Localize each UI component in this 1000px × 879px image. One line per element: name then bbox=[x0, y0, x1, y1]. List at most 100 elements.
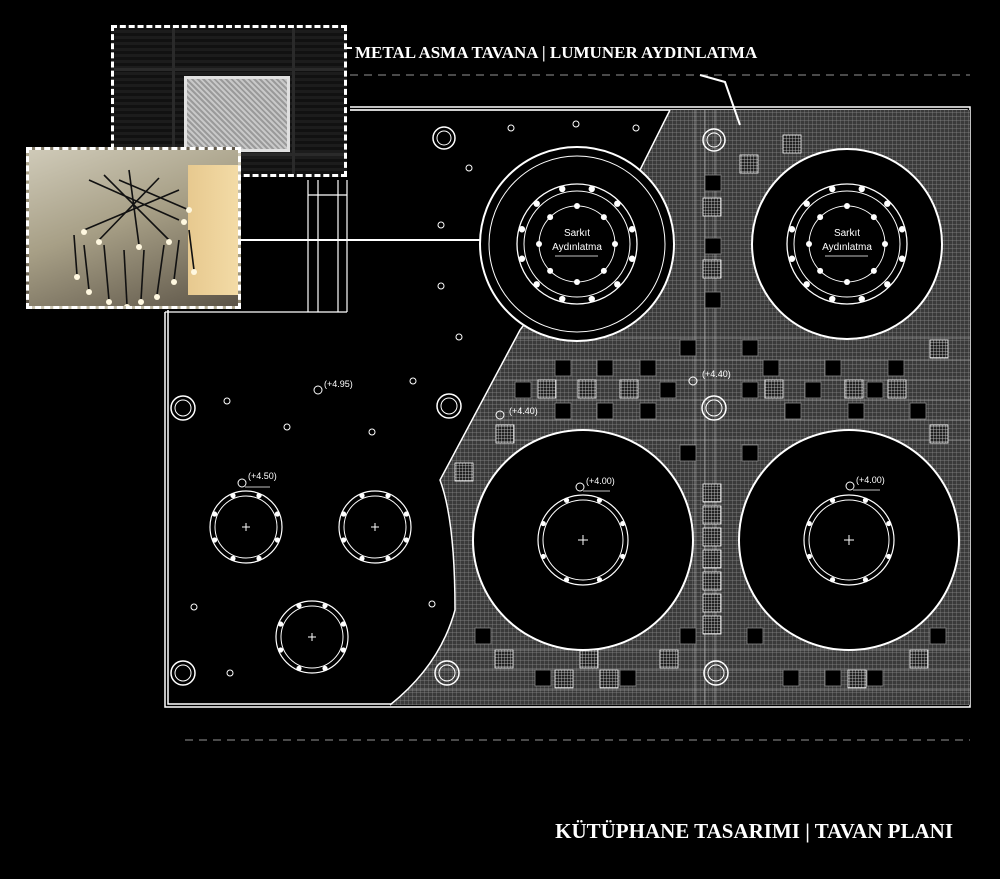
light-point bbox=[230, 492, 236, 499]
light-point bbox=[870, 214, 877, 221]
downlight-icon bbox=[428, 600, 436, 608]
pendant-light-points bbox=[211, 185, 906, 672]
ceiling-seam bbox=[172, 28, 175, 174]
light-point bbox=[547, 267, 554, 274]
light-point bbox=[620, 553, 626, 560]
light-point bbox=[817, 214, 824, 221]
light-point bbox=[788, 226, 796, 233]
light-point bbox=[277, 647, 284, 653]
downlight-icon bbox=[226, 669, 234, 677]
light-point bbox=[574, 203, 580, 209]
light-point bbox=[806, 241, 812, 247]
downlight-icon bbox=[283, 423, 291, 431]
light-point bbox=[518, 226, 526, 233]
light-point bbox=[340, 511, 347, 517]
light-point bbox=[274, 537, 281, 543]
pendant-label-right: Sarkıt Aydınlatma bbox=[822, 228, 872, 257]
light-point bbox=[359, 555, 365, 562]
light-point bbox=[559, 295, 566, 303]
ring-fixture-2 bbox=[338, 490, 412, 564]
ring-fixture-3 bbox=[275, 600, 349, 674]
light-point bbox=[340, 621, 347, 627]
downlight-icon bbox=[455, 333, 463, 341]
downlight-icon bbox=[437, 221, 445, 229]
light-point bbox=[612, 241, 618, 247]
spotlight-icon bbox=[701, 395, 727, 421]
light-point bbox=[563, 497, 570, 503]
light-point bbox=[322, 665, 328, 672]
light-point bbox=[547, 214, 554, 221]
chandelier-drawing bbox=[73, 169, 197, 306]
chandelier-photo bbox=[26, 147, 241, 309]
luminaire-panel bbox=[184, 76, 290, 152]
light-point bbox=[898, 226, 906, 233]
light-point bbox=[829, 295, 836, 303]
ring-fixture-1 bbox=[209, 490, 283, 564]
light-point bbox=[806, 520, 812, 527]
downlight-icon bbox=[465, 164, 473, 172]
light-point bbox=[296, 602, 302, 609]
light-point bbox=[886, 553, 892, 560]
spotlight-icon bbox=[703, 660, 729, 686]
light-point bbox=[385, 555, 391, 562]
dome-bottom-left bbox=[472, 429, 694, 651]
light-point bbox=[803, 281, 810, 288]
light-point bbox=[588, 185, 595, 193]
light-point bbox=[277, 621, 284, 627]
downlight-icon bbox=[572, 120, 580, 128]
light-point bbox=[518, 255, 526, 262]
light-point bbox=[536, 241, 542, 247]
light-point bbox=[858, 185, 865, 193]
dark-panels bbox=[474, 174, 947, 687]
light-point bbox=[628, 226, 636, 233]
leader-lines bbox=[241, 47, 741, 241]
light-point bbox=[274, 511, 281, 517]
light-point bbox=[884, 200, 891, 207]
light-point bbox=[403, 537, 410, 543]
light-point bbox=[385, 492, 391, 499]
light-point bbox=[559, 185, 566, 193]
light-point bbox=[533, 281, 540, 288]
light-point bbox=[403, 511, 410, 517]
duct bbox=[165, 180, 348, 313]
light-point bbox=[829, 577, 836, 583]
light-point bbox=[600, 214, 607, 221]
dome-top-right bbox=[751, 148, 943, 340]
light-point bbox=[788, 255, 796, 262]
light-point bbox=[230, 555, 236, 562]
elevation-label: (+4.00) bbox=[856, 475, 885, 485]
elevation-markers bbox=[237, 376, 855, 492]
dome-bottom-right bbox=[738, 429, 960, 651]
light-point bbox=[211, 511, 218, 517]
light-point bbox=[886, 520, 892, 527]
light-point bbox=[884, 281, 891, 288]
elevation-label: (+4.40) bbox=[702, 369, 731, 379]
light-point bbox=[817, 267, 824, 274]
light-point bbox=[844, 279, 850, 285]
downlight-icon bbox=[632, 124, 640, 132]
light-point bbox=[596, 497, 603, 503]
downlight-icon bbox=[507, 124, 515, 132]
spotlight-icon bbox=[434, 660, 460, 686]
light-point bbox=[540, 553, 546, 560]
light-point bbox=[862, 577, 869, 583]
light-point bbox=[829, 185, 836, 193]
light-point bbox=[882, 241, 888, 247]
ceiling-seam bbox=[114, 68, 344, 71]
light-point bbox=[858, 295, 865, 303]
elevation-label: (+4.40) bbox=[509, 406, 538, 416]
downlight-icon bbox=[368, 428, 376, 436]
spotlight-icon bbox=[170, 395, 196, 421]
light-point bbox=[340, 537, 347, 543]
light-point bbox=[256, 492, 262, 499]
downlight-icon bbox=[437, 282, 445, 290]
spotlight-icon bbox=[432, 126, 456, 150]
light-point bbox=[574, 279, 580, 285]
light-point bbox=[614, 281, 621, 288]
light-point bbox=[296, 665, 302, 672]
downlight-icon bbox=[409, 377, 417, 385]
downlight-icon bbox=[223, 397, 231, 405]
downlights bbox=[190, 120, 640, 677]
light-point bbox=[870, 267, 877, 274]
light-point bbox=[322, 602, 328, 609]
